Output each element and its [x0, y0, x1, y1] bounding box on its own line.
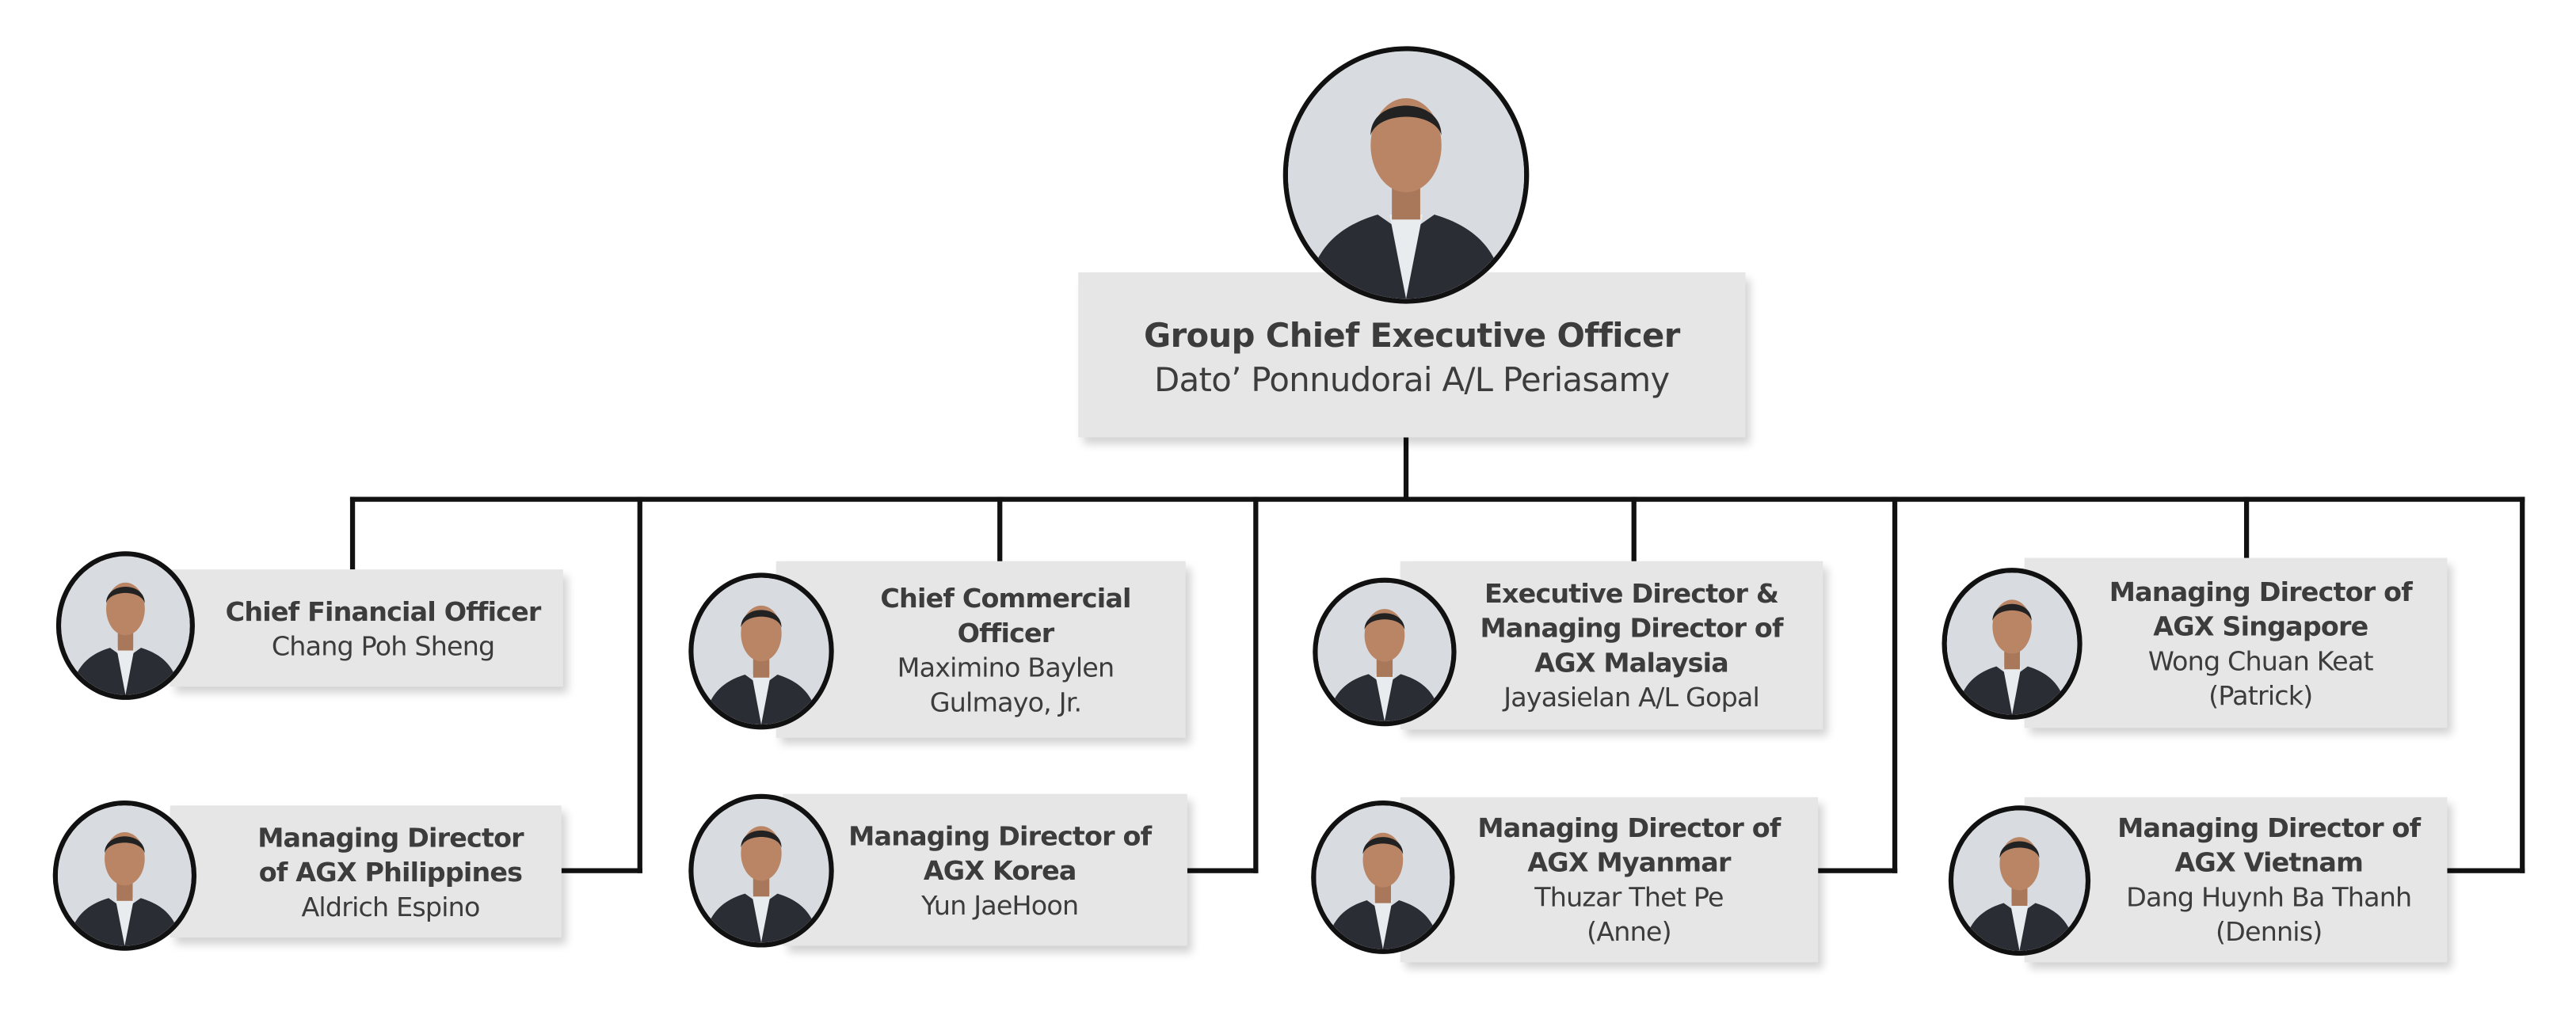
- node-title: Chief Commercial Officer: [880, 581, 1131, 648]
- person-portrait-icon: [1953, 810, 2086, 951]
- connector-line: [1818, 868, 1898, 873]
- node-name: Aldrich Espino: [301, 890, 480, 922]
- person-portrait-icon: [57, 805, 192, 946]
- node-title: Managing Director of AGX Philippines: [257, 821, 524, 888]
- connector-line: [2243, 496, 2250, 560]
- philippines-md-photo: [52, 801, 197, 951]
- connector-line: [349, 496, 2525, 501]
- node-name: Dang Huynh Ba Thanh (Dennis): [2126, 881, 2412, 948]
- connector-line: [1253, 496, 1259, 873]
- person-portrait-icon: [1287, 51, 1525, 299]
- node-card-cfo: Chief Financial Officer Chang Poh Sheng: [170, 569, 563, 687]
- node-card-philippines: Managing Director of AGX Philippines Ald…: [170, 805, 562, 938]
- singapore-md-photo: [1942, 568, 2083, 720]
- person-portrait-icon: [693, 798, 829, 943]
- ceo-photo: [1282, 46, 1530, 304]
- node-name: Jayasielan A/L Gopal: [1503, 681, 1760, 713]
- connector-line: [2447, 868, 2525, 873]
- connector-line: [1892, 496, 1898, 873]
- node-card-myanmar: Managing Director of AGX Myanmar Thuzar …: [1400, 797, 1819, 963]
- connector-line: [1402, 437, 1408, 500]
- vietnam-md-photo: [1948, 805, 2091, 956]
- cco-photo: [688, 572, 834, 730]
- node-card-cco: Chief Commercial Officer Maximino Baylen…: [775, 561, 1186, 738]
- connector-line: [1631, 496, 1637, 563]
- node-name: Thuzar Thet Pe (Anne): [1534, 881, 1724, 948]
- node-title: Managing Director of AGX Vietnam: [2117, 812, 2421, 879]
- person-portrait-icon: [1946, 572, 2078, 715]
- person-portrait-icon: [61, 556, 190, 695]
- korea-md-photo: [688, 793, 834, 948]
- node-name: Yun JaeHoon: [921, 888, 1079, 921]
- connector-line: [997, 496, 1003, 563]
- malaysia-ed-photo: [1313, 577, 1457, 727]
- node-name: Chang Poh Sheng: [271, 629, 495, 661]
- node-title: Chief Financial Officer: [225, 595, 542, 627]
- person-portrait-icon: [1317, 582, 1452, 721]
- connector-line: [2520, 496, 2525, 873]
- node-title: Managing Director of AGX Myanmar: [1477, 812, 1781, 879]
- connector-line: [637, 496, 642, 873]
- myanmar-md-photo: [1311, 801, 1455, 954]
- node-card-vietnam: Managing Director of AGX Vietnam Dang Hu…: [2024, 797, 2448, 963]
- node-card-malaysia: Executive Director & Managing Director o…: [1400, 561, 1823, 730]
- connector-line: [561, 868, 642, 873]
- node-name: Maximino Baylen Gulmayo, Jr.: [897, 651, 1115, 717]
- person-portrait-icon: [693, 577, 829, 725]
- ceo-name: Dato’ Ponnudorai A/L Periasamy: [1154, 359, 1670, 400]
- cfo-photo: [55, 551, 195, 700]
- node-title: Managing Director of AGX Korea: [848, 820, 1152, 886]
- node-name: Wong Chuan Keat (Patrick): [2147, 645, 2374, 711]
- connector-line: [1187, 868, 1259, 873]
- node-title: Executive Director & Managing Director o…: [1480, 577, 1784, 679]
- node-card-singapore: Managing Director of AGX Singapore Wong …: [2024, 557, 2448, 728]
- connector-line: [349, 496, 356, 570]
- node-card-korea: Managing Director of AGX Korea Yun JaeHo…: [783, 793, 1187, 946]
- node-title: Managing Director of AGX Singapore: [2109, 575, 2413, 641]
- ceo-title: Group Chief Executive Officer: [1144, 315, 1680, 356]
- person-portrait-icon: [1316, 805, 1450, 949]
